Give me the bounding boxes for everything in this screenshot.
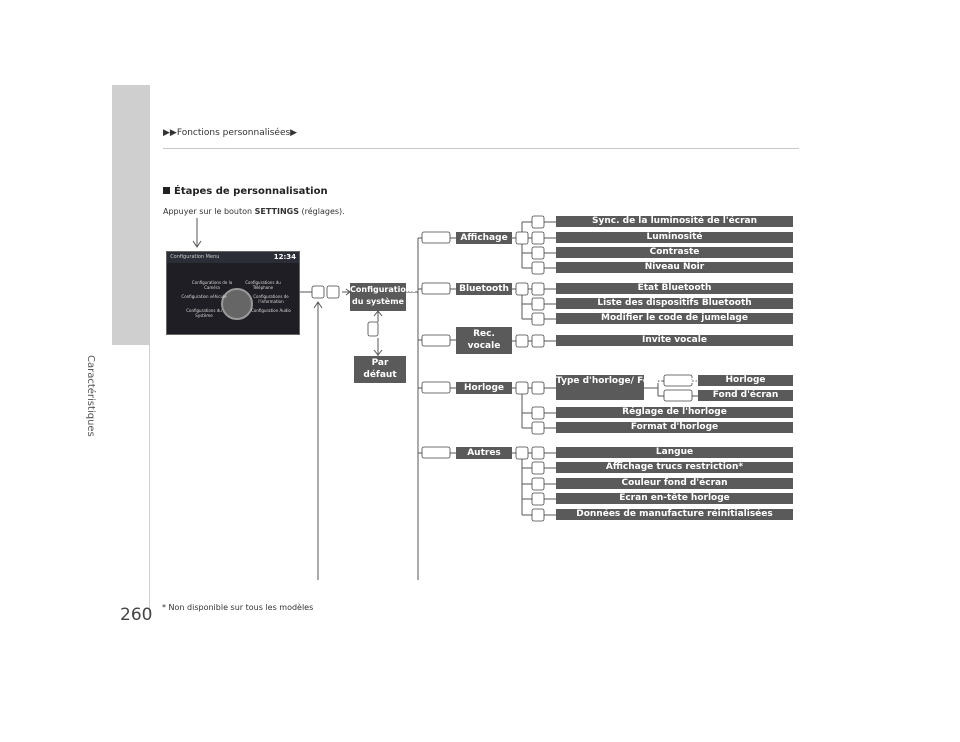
item-code-jumelage: Modifier le code de jumelage bbox=[556, 313, 793, 324]
header-rule bbox=[163, 148, 799, 149]
category-rec-vocale: Rec. vocale bbox=[456, 327, 512, 354]
section-title: Étapes de personnalisation bbox=[163, 186, 328, 197]
section-marker-icon bbox=[163, 187, 170, 194]
category-autres: Autres bbox=[456, 447, 512, 459]
configuration-menu-screen: Configuration Menu 12:34 Configurations … bbox=[166, 251, 300, 335]
item-reglage-horloge: Réglage de l'horloge bbox=[556, 407, 793, 418]
knob-icon bbox=[221, 288, 253, 320]
system-settings-box: Configurations du système bbox=[350, 283, 416, 311]
item-format-horloge: Format d'horloge bbox=[556, 422, 793, 433]
item-luminosite: Luminosité bbox=[556, 232, 793, 243]
page-number: 260 bbox=[120, 605, 153, 625]
screen-item: Configurations de l'information bbox=[253, 294, 289, 304]
screen-time: 12:34 bbox=[273, 253, 296, 261]
item-etat-bluetooth: État Bluetooth bbox=[556, 283, 793, 294]
item-contraste: Contraste bbox=[556, 247, 793, 258]
screen-header: Configuration Menu bbox=[167, 252, 299, 263]
screen-item: Configurations du Téléphone bbox=[245, 280, 281, 290]
default-box: Par défaut bbox=[354, 356, 406, 383]
category-bluetooth: Bluetooth bbox=[456, 283, 512, 295]
footnote: * Non disponible sur tous les modèles bbox=[162, 603, 314, 612]
item-sync: Sync. de la luminosité de l'écran bbox=[556, 216, 793, 227]
category-horloge: Horloge bbox=[456, 382, 512, 394]
item-langue: Langue bbox=[556, 447, 793, 458]
screen-item: Configuration véhicule bbox=[181, 294, 227, 299]
item-entete-horloge: Écran en-tête horloge bbox=[556, 493, 793, 504]
item-trucs-restriction: Affichage trucs restriction* bbox=[556, 462, 793, 473]
item-donnees-manufacture: Données de manufacture réinitialisées bbox=[556, 509, 793, 520]
screen-item: Configurations du Système bbox=[186, 308, 222, 318]
item-type-horloge: Type d'horloge/ Fond d'écran bbox=[556, 375, 703, 400]
screen-item: Configurations de la Caméra bbox=[191, 280, 233, 290]
item-niveau-noir: Niveau Noir bbox=[556, 262, 793, 273]
item-invite-vocale: Invite vocale bbox=[556, 335, 793, 346]
margin-divider bbox=[149, 85, 150, 615]
item-horloge: Horloge bbox=[698, 375, 793, 386]
instruction-text: Appuyer sur le bouton SETTINGS (réglages… bbox=[163, 207, 345, 216]
item-couleur-fond: Couleur fond d'écran bbox=[556, 478, 793, 489]
item-liste-bluetooth: Liste des dispositifs Bluetooth bbox=[556, 298, 793, 309]
screen-item: Configuration Audio bbox=[251, 308, 291, 313]
breadcrumb: ▶▶Fonctions personnalisées▶ bbox=[163, 128, 298, 138]
item-fond-ecran: Fond d'écran bbox=[698, 390, 793, 401]
chapter-tab bbox=[112, 85, 150, 345]
category-affichage: Affichage bbox=[456, 232, 512, 244]
